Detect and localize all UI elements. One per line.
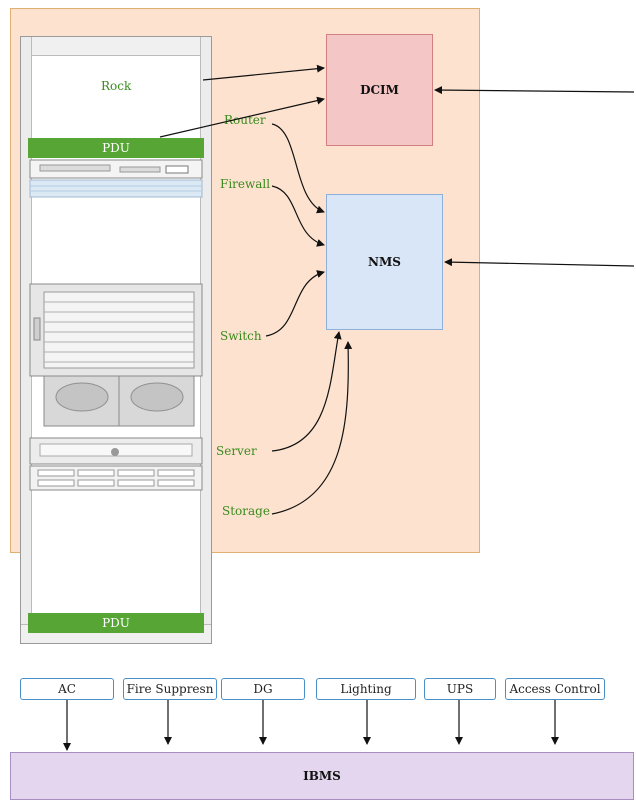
arrow-external-to-dcim <box>434 86 635 95</box>
pdu-bottom: PDU <box>28 613 204 633</box>
rack-unit-storage <box>29 465 203 491</box>
rack-unit-router <box>29 159 203 198</box>
ibms-node: IBMS <box>10 752 634 800</box>
nms-label: NMS <box>368 255 401 269</box>
device-label-server: Server <box>216 444 257 458</box>
arrow-rack-to-dcim <box>202 64 325 81</box>
facility-box-fire-suppression: Fire Suppresn <box>123 678 217 700</box>
facility-box-access-control: Access Control <box>505 678 605 700</box>
arrow-storage-to-nms <box>271 341 353 515</box>
rack-label: Rock <box>101 79 132 93</box>
rack-top-cap <box>21 37 211 56</box>
facility-label-ups: UPS <box>446 682 474 696</box>
facility-box-lighting: Lighting <box>316 678 416 700</box>
facility-label-ac: AC <box>58 682 76 696</box>
dcim-node: DCIM <box>326 34 433 146</box>
facility-label-dg: DG <box>253 682 273 696</box>
facility-label-lighting: Lighting <box>340 682 392 696</box>
rack-unit-fans <box>43 375 195 427</box>
device-label-router: Router <box>224 113 266 127</box>
arrow-server-to-nms <box>271 331 342 452</box>
device-label-storage: Storage <box>222 504 270 518</box>
arrow-router-to-nms <box>271 123 325 214</box>
nms-node: NMS <box>326 194 443 330</box>
arrow-switch-to-nms <box>265 270 325 337</box>
device-label-firewall: Firewall <box>220 177 271 191</box>
facility-label-access-control: Access Control <box>509 682 601 696</box>
dcim-label: DCIM <box>360 83 399 97</box>
facility-box-ups: UPS <box>424 678 496 700</box>
arrow-firewall-to-nms <box>271 185 325 247</box>
arrow-external-to-nms <box>444 258 635 267</box>
rack-unit-server <box>29 437 203 465</box>
ibms-label: IBMS <box>303 769 341 783</box>
arrow-pdu-to-dcim <box>159 96 325 138</box>
device-label-switch: Switch <box>220 329 262 343</box>
facility-box-dg: DG <box>221 678 305 700</box>
rack-unit-switch <box>29 283 203 377</box>
facility-label-fire-suppression: Fire Suppresn <box>126 682 214 696</box>
facility-box-ac: AC <box>20 678 114 700</box>
pdu-top: PDU <box>28 138 204 158</box>
